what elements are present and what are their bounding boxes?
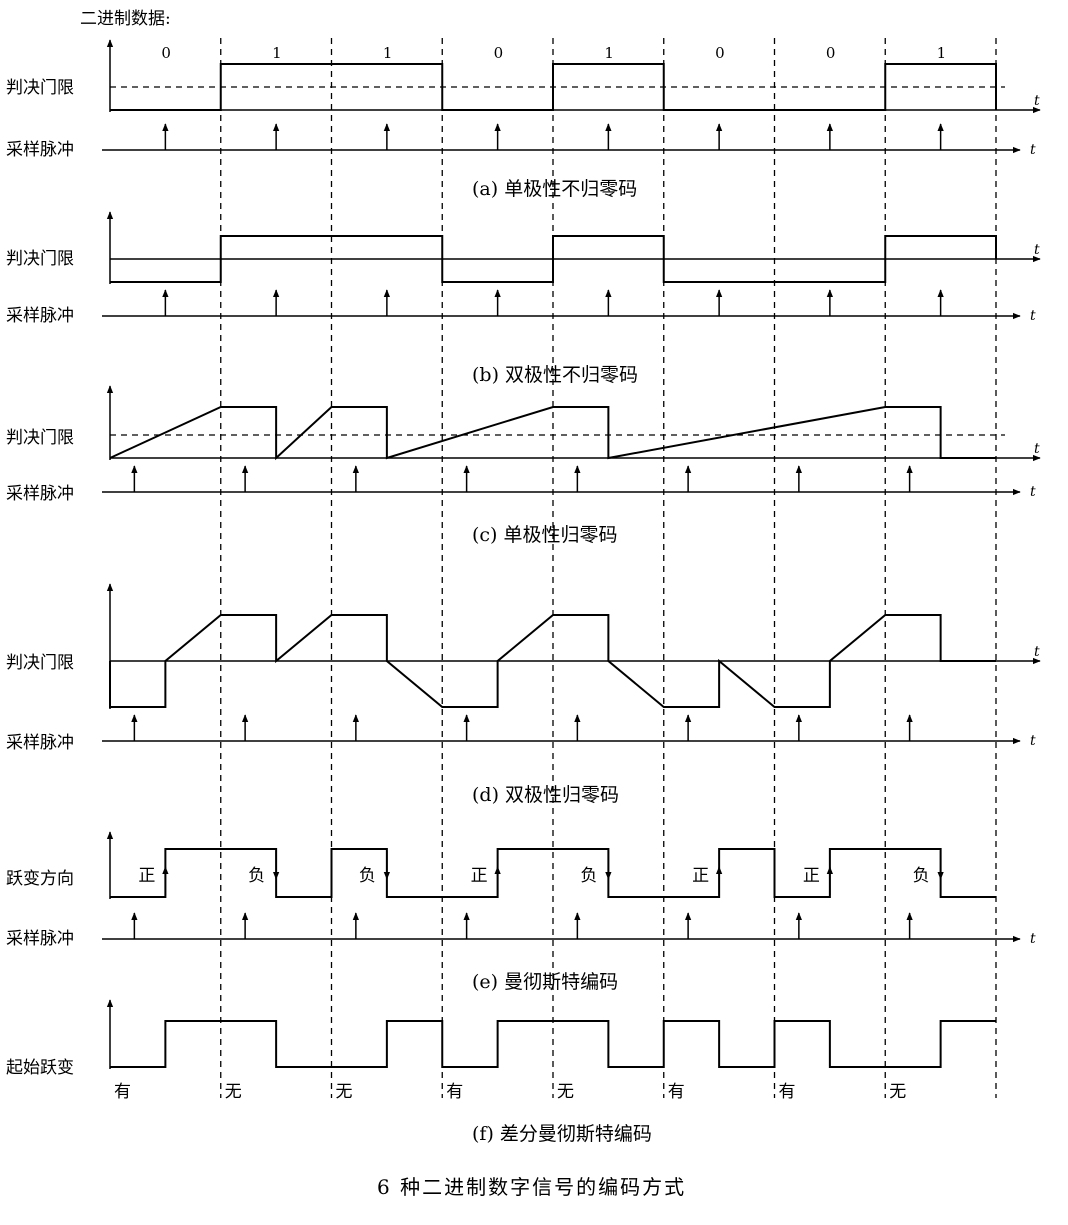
bit-value: 1	[272, 44, 282, 62]
sampling-pulses-e: t	[102, 912, 1036, 947]
panel-e-manchester: 正 负 负 正 负 正 正 负 跃变方向 采样脉冲 t (e) 曼彻斯特编码	[6, 831, 1036, 993]
sampling-label-b: 采样脉冲	[6, 306, 74, 326]
threshold-label-a: 判决门限	[6, 78, 74, 98]
panel-a-unipolar-nrz: t 判决门限 采样脉冲 t (a) 单极性不归零码	[6, 39, 1041, 200]
sampling-pulses-d: t	[102, 714, 1036, 749]
panel-f-diff-manchester: 有 无 无 有 无 有 有 无 起始跃变 (f) 差分曼彻斯特编码	[6, 999, 996, 1145]
panel-b-bipolar-nrz: t 判决门限 采样脉冲 t (b) 双极性不归零码	[6, 211, 1041, 386]
waveform-f	[110, 1020, 996, 1068]
bit-value-row: 0 1 1 0 1 0 0 1	[161, 44, 946, 62]
bit-value: 0	[715, 44, 725, 62]
start-transition: 无	[557, 1082, 574, 1102]
caption-c: (c) 单极性归零码	[472, 524, 618, 546]
t-axis-label: t	[1030, 142, 1036, 158]
sampling-label-a: 采样脉冲	[6, 140, 74, 160]
threshold-label-b: 判决门限	[6, 249, 74, 269]
start-transition: 有	[114, 1082, 131, 1102]
transition-direction: 负	[248, 866, 265, 886]
start-transition-labels: 有无无有无有有无	[114, 1082, 906, 1102]
transition-direction: 负	[359, 866, 376, 886]
waveform-a	[110, 63, 997, 111]
caption-e: (e) 曼彻斯特编码	[472, 971, 618, 993]
t-axis-label: t	[1030, 308, 1036, 324]
bit-value: 0	[161, 44, 171, 62]
binary-data-label: 二进制数据:	[80, 9, 171, 29]
transition-direction: 正	[471, 866, 488, 886]
caption-f: (f) 差分曼彻斯特编码	[472, 1123, 652, 1145]
bit-value: 1	[604, 44, 614, 62]
bit-value: 0	[826, 44, 836, 62]
caption-d: (d) 双极性归零码	[472, 784, 619, 806]
transition-direction: 负	[913, 866, 930, 886]
t-axis-label: t	[1030, 931, 1036, 947]
bit-boundary-lines	[220, 38, 997, 1098]
bit-value: 1	[937, 44, 947, 62]
start-transition: 有	[668, 1082, 685, 1102]
start-transition: 无	[889, 1082, 906, 1102]
t-axis-label: t	[1034, 441, 1040, 457]
sampling-label-d: 采样脉冲	[6, 733, 74, 753]
t-axis-label: t	[1034, 644, 1040, 660]
sampling-pulses-a: t	[102, 123, 1036, 158]
start-transition: 有	[779, 1082, 796, 1102]
waveform-b	[110, 235, 997, 283]
waveform-c	[109, 406, 996, 461]
transition-direction: 正	[692, 866, 709, 886]
sampling-label-c: 采样脉冲	[6, 484, 74, 504]
sampling-label-e: 采样脉冲	[6, 929, 74, 949]
waveform-d	[109, 614, 996, 708]
t-axis-label: t	[1030, 733, 1036, 749]
caption-b: (b) 双极性不归零码	[472, 364, 638, 386]
transition-direction-labels: 正负负正负正正负	[138, 866, 929, 886]
bit-value: 0	[494, 44, 504, 62]
panel-d-bipolar-rz: t 判决门限 采样脉冲 t (d) 双极性归零码	[6, 583, 1041, 806]
caption-a: (a) 单极性不归零码	[472, 178, 637, 200]
sampling-pulses-b: t	[102, 289, 1036, 324]
t-axis-label: t	[1034, 242, 1040, 258]
start-transition: 有	[446, 1082, 463, 1102]
transition-dir-label: 跃变方向	[6, 869, 74, 889]
transition-direction: 正	[138, 866, 155, 886]
t-axis-label: t	[1034, 93, 1040, 109]
transition-direction: 负	[580, 866, 597, 886]
threshold-label-d: 判决门限	[6, 653, 74, 673]
transition-direction: 正	[803, 866, 820, 886]
bit-value: 1	[383, 44, 393, 62]
t-axis-label: t	[1030, 484, 1036, 500]
sampling-pulses-c: t	[102, 465, 1036, 500]
figure-title: 6 种二进制数字信号的编码方式	[377, 1175, 686, 1199]
threshold-label-c: 判决门限	[6, 428, 74, 448]
transition-direction-arrows	[162, 851, 944, 895]
start-transition-label: 起始跃变	[6, 1058, 74, 1078]
start-transition: 无	[336, 1082, 353, 1102]
panel-c-unipolar-rz: t 判决门限 采样脉冲 t (c) 单极性归零码	[6, 385, 1041, 546]
start-transition: 无	[225, 1082, 242, 1102]
